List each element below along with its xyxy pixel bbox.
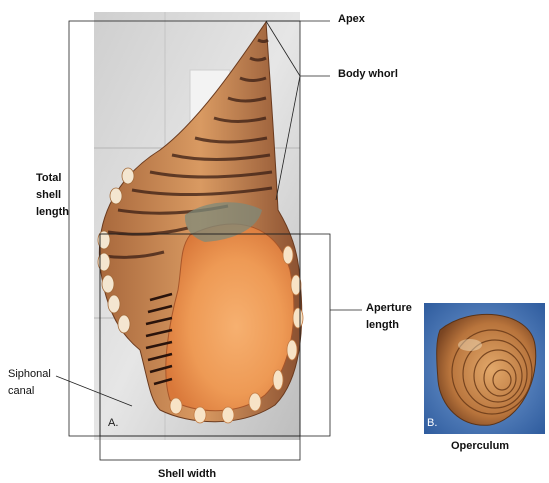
panel-b-operculum-photo	[424, 303, 545, 434]
apex-label: Apex	[338, 11, 365, 28]
aperture-length-line-2: length	[366, 317, 412, 334]
total-shell-length-label: Total shell length	[36, 170, 69, 221]
panel-a-letter: A.	[108, 417, 118, 429]
total-shell-length-line-3: length	[36, 204, 69, 221]
total-shell-length-line-1: Total	[36, 170, 69, 187]
aperture-length-label: Aperture length	[366, 300, 412, 334]
siphonal-canal-line-1: Siphonal	[8, 366, 51, 383]
operculum-label: Operculum	[451, 438, 509, 455]
aperture-length-line-1: Aperture	[366, 300, 412, 317]
siphonal-canal-label: Siphonal canal	[8, 366, 51, 400]
shell-width-label: Shell width	[158, 466, 216, 483]
body-whorl-label: Body whorl	[338, 66, 398, 83]
total-shell-length-line-2: shell	[36, 187, 69, 204]
panel-b-letter: B.	[427, 417, 437, 429]
siphonal-canal-line-2: canal	[8, 383, 51, 400]
